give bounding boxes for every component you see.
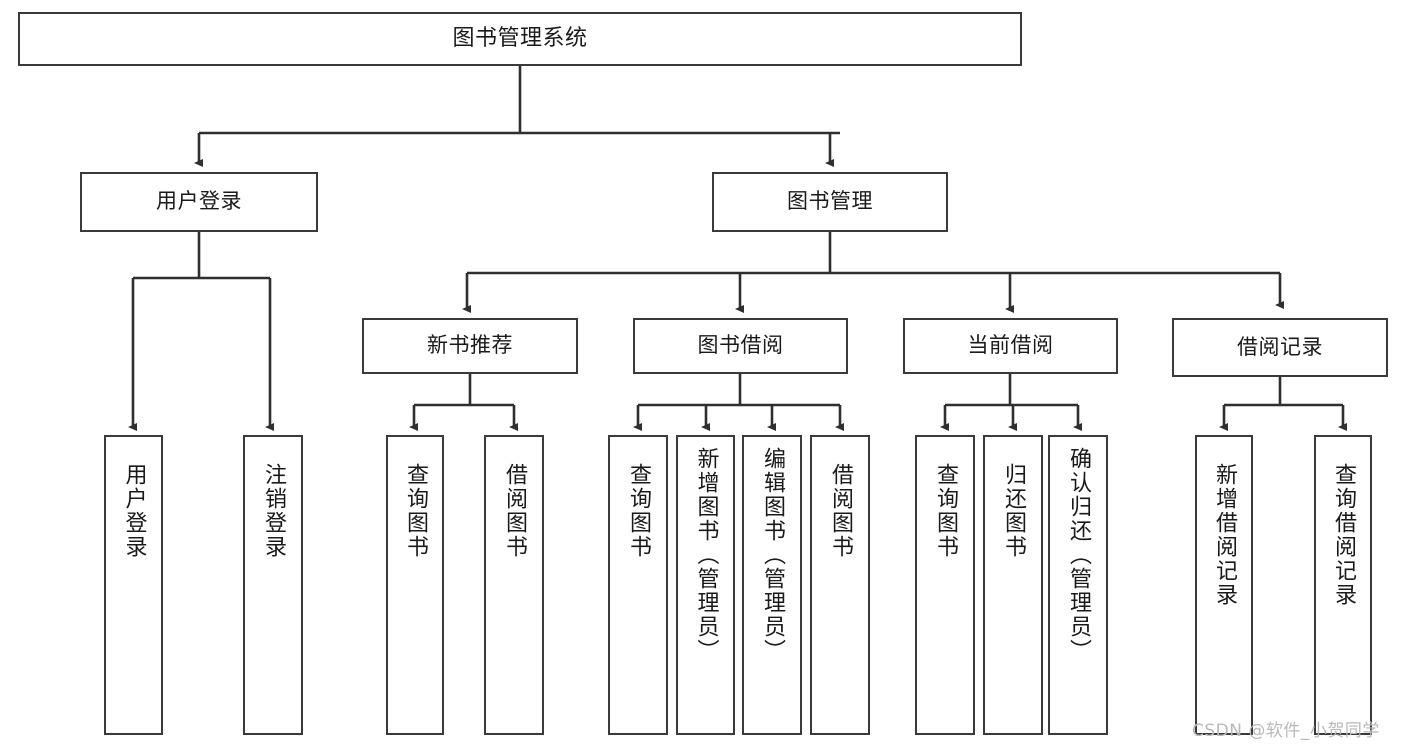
node-label: 归还图书 — [1000, 463, 1026, 559]
node-leaf-add-book[interactable]: 新增图书（管理员） — [676, 435, 735, 735]
node-label: 借阅图书 — [827, 463, 853, 559]
node-user-login[interactable]: 用户登录 — [80, 172, 318, 232]
node-new-book-recommend[interactable]: 新书推荐 — [362, 318, 578, 374]
node-leaf-edit-book[interactable]: 编辑图书（管理员） — [742, 435, 802, 735]
node-label: 查询图书 — [932, 463, 958, 559]
node-leaf-query-book-1[interactable]: 查询图书 — [386, 435, 444, 735]
node-label: 图书管理 — [787, 189, 873, 214]
node-label: 编辑图书（管理员） — [759, 447, 785, 663]
node-label: 图书管理系统 — [452, 25, 588, 51]
node-label: 借阅记录 — [1237, 334, 1323, 359]
node-label: 查询借阅记录 — [1330, 463, 1356, 607]
node-leaf-borrow-book-2[interactable]: 借阅图书 — [810, 435, 870, 735]
node-root-system[interactable]: 图书管理系统 — [18, 12, 1022, 66]
node-label: 用户登录 — [156, 189, 242, 214]
node-label: 用户登录 — [121, 463, 147, 559]
node-leaf-confirm-return[interactable]: 确认归还（管理员） — [1048, 435, 1108, 735]
node-label: 新增借阅记录 — [1211, 463, 1237, 607]
node-label: 查询图书 — [625, 463, 651, 559]
node-label: 图书借阅 — [697, 333, 784, 358]
node-label: 当前借阅 — [967, 333, 1054, 358]
node-leaf-add-record[interactable]: 新增借阅记录 — [1195, 435, 1253, 735]
node-label: 确认归还（管理员） — [1065, 447, 1091, 663]
node-label: 新书推荐 — [427, 333, 513, 358]
node-leaf-user-logout[interactable]: 注销登录 — [243, 435, 303, 735]
csdn-watermark: CSDN @软件_小贺同学 — [1192, 721, 1380, 741]
node-leaf-query-book-3[interactable]: 查询图书 — [915, 435, 975, 735]
node-leaf-query-book-2[interactable]: 查询图书 — [608, 435, 668, 735]
node-book-borrow[interactable]: 图书借阅 — [633, 318, 848, 374]
node-label: 查询图书 — [402, 463, 428, 559]
node-leaf-borrow-book-1[interactable]: 借阅图书 — [484, 435, 544, 735]
node-current-borrow[interactable]: 当前借阅 — [903, 318, 1118, 374]
node-leaf-query-record[interactable]: 查询借阅记录 — [1314, 435, 1372, 735]
node-borrow-record[interactable]: 借阅记录 — [1172, 318, 1388, 377]
node-label: 注销登录 — [260, 463, 286, 559]
node-label: 借阅图书 — [501, 463, 527, 559]
node-book-management[interactable]: 图书管理 — [712, 172, 948, 232]
node-leaf-return-book[interactable]: 归还图书 — [983, 435, 1043, 735]
node-label: 新增图书（管理员） — [693, 447, 719, 663]
node-leaf-user-login[interactable]: 用户登录 — [104, 435, 163, 735]
